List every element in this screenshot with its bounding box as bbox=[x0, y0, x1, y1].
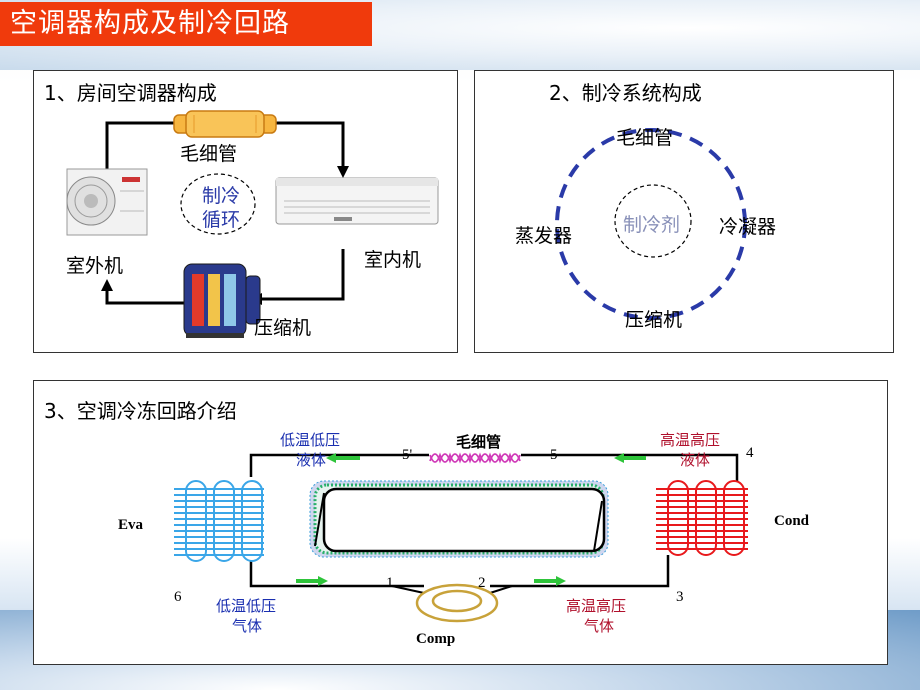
indoor-unit-label: 室内机 bbox=[364, 249, 422, 271]
flow-arrows bbox=[296, 453, 646, 586]
evaporator-coil-icon bbox=[174, 480, 264, 562]
panel3-diagram bbox=[174, 452, 748, 623]
panel-refrigeration-system: 2、制冷系统构成 毛细管 蒸发器 制冷剂 冷凝器 压缩机 bbox=[474, 70, 894, 353]
compressor-label: 压缩机 bbox=[254, 317, 312, 339]
capillary-coil-label: 毛细管 bbox=[456, 433, 502, 451]
panel3-heading: 3、空调冷冻回路介绍 bbox=[44, 399, 237, 423]
capillary-coil-icon bbox=[429, 452, 521, 464]
point-6-label: 6 bbox=[174, 589, 182, 605]
system-capillary-label: 毛细管 bbox=[616, 127, 674, 149]
flow-arrow-bottom-left-head-icon bbox=[318, 576, 328, 586]
pipe-bottom-left bbox=[249, 561, 424, 588]
highhigh-gas-line2: 气体 bbox=[584, 617, 615, 635]
outdoor-unit-icon bbox=[66, 168, 148, 236]
system-condenser-label: 冷凝器 bbox=[719, 216, 777, 238]
point-2-label: 2 bbox=[478, 575, 486, 591]
flow-arrow-top-right-icon bbox=[624, 456, 646, 460]
pipe-outdoor-to-capillary bbox=[105, 121, 174, 169]
pipe-from-compressor-outlet bbox=[489, 585, 513, 594]
arrow-to-indoor bbox=[337, 166, 349, 178]
flow-arrow-top-left-head-icon bbox=[326, 453, 336, 463]
flow-arrow-bottom-right-icon bbox=[534, 579, 556, 583]
condenser-coil-icon bbox=[656, 480, 748, 556]
panel-ac-components: 1、房间空调器构成 bbox=[33, 70, 458, 353]
slide-title: 空调器构成及制冷回路 bbox=[0, 2, 372, 46]
compressor-comp-label: Comp bbox=[416, 631, 456, 647]
point-1-label: 1 bbox=[386, 575, 394, 591]
panel1-heading: 1、房间空调器构成 bbox=[44, 81, 217, 105]
point-4-label: 4 bbox=[746, 445, 754, 461]
lowlow-gas-line1: 低温低压 bbox=[216, 597, 277, 615]
condenser-label: Cond bbox=[774, 513, 810, 529]
pipe-indoor-to-compressor bbox=[262, 249, 345, 301]
pipe-compressor-to-outdoor bbox=[105, 291, 184, 305]
system-evaporator-label: 蒸发器 bbox=[515, 225, 573, 247]
system-refrigerant-label: 制冷剂 bbox=[623, 214, 681, 236]
lowlow-liquid-line1: 低温低压 bbox=[280, 431, 341, 449]
lowlow-liquid-line2: 液体 bbox=[296, 451, 327, 469]
indoor-unit-icon bbox=[275, 177, 439, 225]
point-3-label: 3 bbox=[676, 589, 684, 605]
lowlow-gas-line2: 气体 bbox=[232, 617, 263, 635]
refrigeration-loop-circle bbox=[555, 128, 747, 320]
system-compressor-label: 压缩机 bbox=[625, 309, 683, 331]
point-5prime-label: 5' bbox=[402, 447, 413, 463]
pipe-top-right bbox=[521, 453, 739, 481]
comp-compressor-icon bbox=[415, 583, 499, 623]
point-5-label: 5 bbox=[550, 447, 558, 463]
outdoor-unit-label: 室外机 bbox=[66, 255, 124, 277]
inner-tube-loop bbox=[309, 480, 609, 558]
refrigerant-ellipse bbox=[614, 184, 692, 258]
highhigh-liquid-line2: 液体 bbox=[680, 451, 711, 469]
capillary-label: 毛细管 bbox=[180, 143, 238, 165]
refrigeration-cycle-ellipse bbox=[180, 173, 256, 235]
compressor-icon bbox=[183, 263, 261, 338]
arrow-to-outdoor bbox=[101, 279, 113, 291]
pipe-to-compressor-inlet bbox=[391, 585, 425, 594]
evaporator-label: Eva bbox=[118, 517, 144, 533]
pipe-top-left bbox=[249, 453, 429, 477]
highhigh-liquid-line1: 高温高压 bbox=[660, 431, 721, 449]
cycle-label-line2: 循环 bbox=[202, 209, 241, 231]
flow-arrow-top-right-head-icon bbox=[614, 453, 624, 463]
panel2-heading: 2、制冷系统构成 bbox=[549, 81, 702, 105]
panel2-diagram bbox=[555, 128, 747, 320]
cycle-label-line1: 制冷 bbox=[202, 185, 241, 207]
highhigh-gas-line1: 高温高压 bbox=[566, 597, 627, 615]
pipe-capillary-to-indoor bbox=[276, 121, 345, 166]
flow-arrow-bottom-right-head-icon bbox=[556, 576, 566, 586]
capillary-tube-icon bbox=[173, 110, 277, 138]
panel-refrigeration-circuit: 3、空调冷冻回路介绍 bbox=[33, 380, 888, 665]
flow-arrow-top-left-icon bbox=[336, 456, 360, 460]
panel1-diagram bbox=[66, 110, 439, 338]
flow-arrow-bottom-left-icon bbox=[296, 579, 318, 583]
pipe-bottom-right bbox=[490, 553, 670, 588]
